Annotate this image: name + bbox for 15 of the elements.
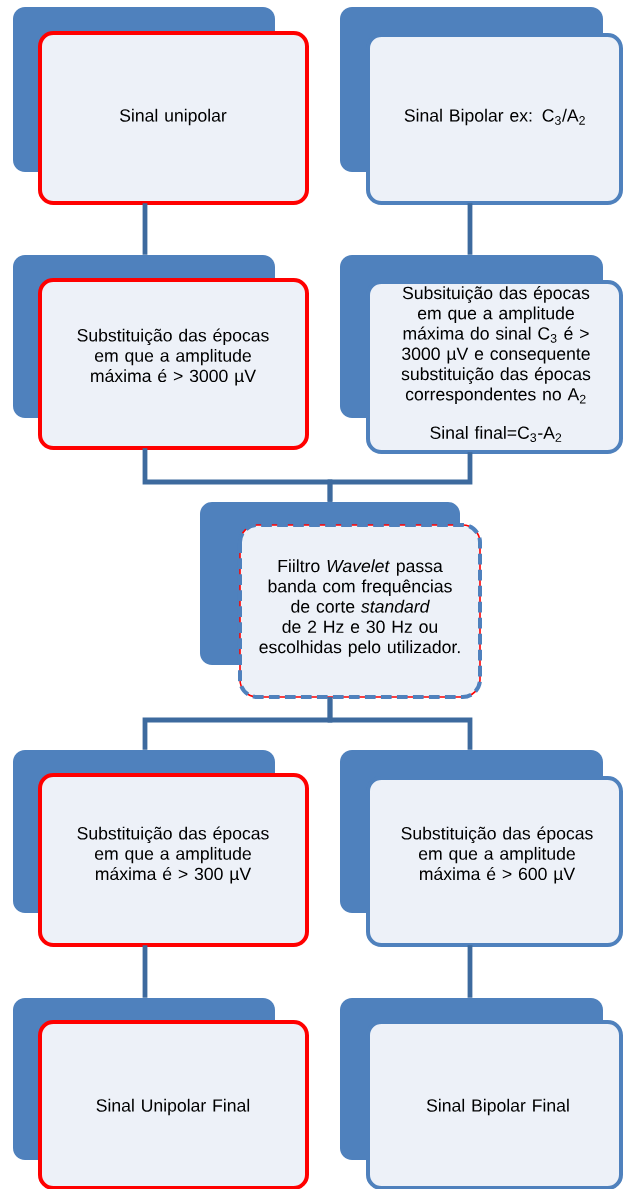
process-box: Subsituição das épocas em que a amplitude máxima do sinal C$_{3}$ é > 3000 µV e consequente substituição das épocas correspondentes no A$_{2}$ Sinal final=C$_{3}$-A$_{2}$ (340, 255, 623, 454)
process-box: Sinal unipolar (13, 7, 309, 205)
process-box: Sinal Bipolar ex: C$_{3}$/A$_{2}$ (340, 7, 623, 205)
connector-line (467, 203, 473, 255)
connector-line (327, 697, 473, 750)
process-box: Fiiltro Wavelet passa banda com frequências de corte standard de 2 Hz e 30 Hz ou escolhidas pelo utilizador. (200, 502, 482, 699)
process-box: Substituição das épocas em que a amplitude máxima é > 300 µV (13, 750, 309, 947)
connector-line (142, 203, 148, 255)
connector-line (467, 945, 473, 998)
process-box: Sinal Bipolar Final (340, 998, 623, 1189)
connector-line (327, 452, 473, 502)
process-box: Substituição das épocas em que a amplitude máxima é > 3000 µV (13, 255, 309, 450)
process-box: Substituição das épocas em que a amplitude máxima é > 600 µV (340, 750, 623, 947)
process-box: Sinal Unipolar Final (13, 998, 309, 1189)
connector-line (142, 945, 148, 998)
